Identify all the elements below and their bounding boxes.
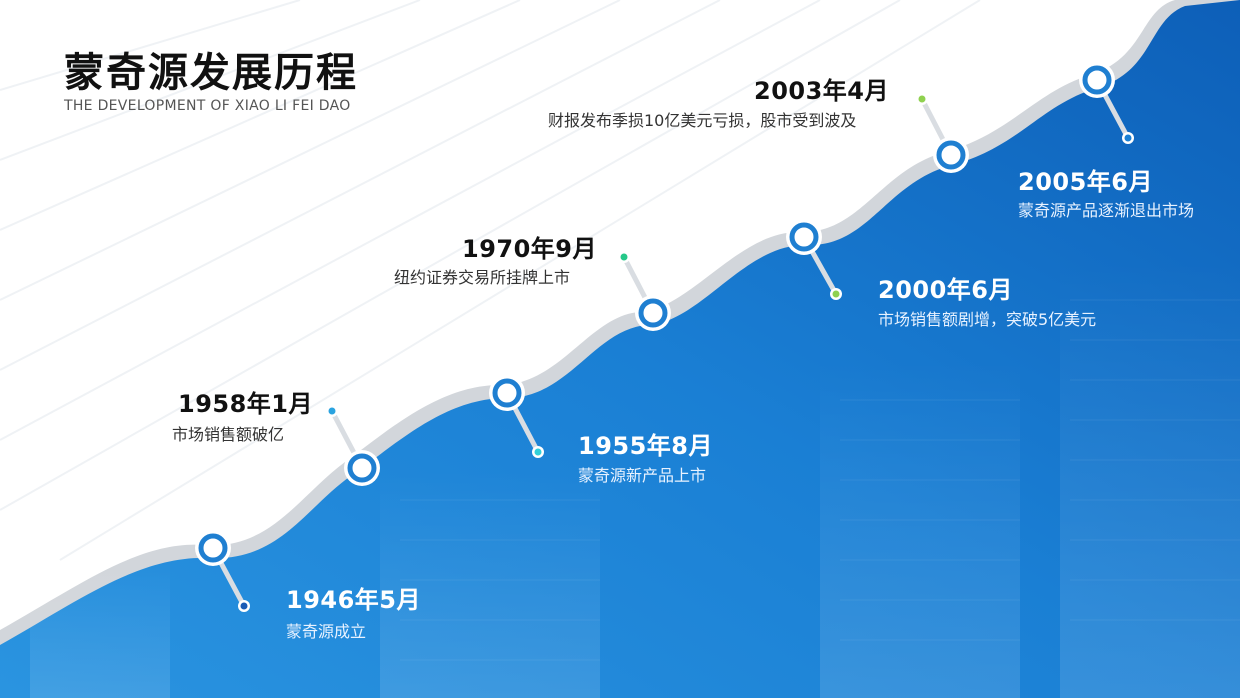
pin-dot: [328, 407, 336, 415]
milestone-year: 1955年8月: [578, 432, 713, 460]
milestone-desc: 蒙奇源产品逐渐退出市场: [1018, 201, 1195, 220]
milestone-pin: [618, 251, 671, 331]
milestone-year: 2000年6月: [878, 276, 1013, 304]
pin-ring: [936, 140, 966, 170]
building-grid: [400, 299, 1240, 661]
pin-ring: [198, 533, 228, 563]
pin-dot: [620, 253, 628, 261]
pin-ring: [638, 298, 668, 328]
milestone-year: 1958年1月: [178, 390, 313, 418]
milestone-pin: [326, 405, 380, 486]
milestone-desc: 纽约证券交易所挂牌上市: [394, 268, 571, 287]
milestone-pin: [489, 375, 544, 458]
pin-ring: [1082, 65, 1112, 95]
building-silhouettes: [30, 260, 1240, 698]
page-title: 蒙奇源发展历程: [64, 50, 358, 96]
milestone-desc: 财报发布季损10亿美元亏损，股市受到波及: [548, 111, 857, 130]
milestone-pin: [1079, 62, 1134, 144]
pin-dot: [1124, 134, 1132, 142]
milestone-pin: [195, 530, 250, 612]
milestone-desc: 市场销售额剧增，突破5亿美元: [878, 310, 1097, 329]
pin-dot: [534, 448, 542, 456]
pin-dot: [240, 602, 248, 610]
pin-ring: [789, 222, 819, 252]
milestone-year: 1946年5月: [286, 586, 421, 614]
milestone-year: 2003年4月: [754, 77, 889, 105]
milestone-desc: 蒙奇源成立: [286, 622, 367, 641]
pin-dot: [918, 95, 926, 103]
milestone-pin: [786, 219, 842, 300]
pin-ring: [492, 378, 522, 408]
light-stripes: [0, 0, 981, 561]
milestone-desc: 蒙奇源新产品上市: [578, 466, 707, 485]
pin-dot: [832, 290, 840, 298]
milestone-year: 2005年6月: [1018, 168, 1153, 196]
milestone-pins: [195, 62, 1134, 612]
milestone-desc: 市场销售额破亿: [172, 425, 285, 444]
milestone-year: 1970年9月: [462, 235, 597, 263]
page-subtitle: THE DEVELOPMENT OF XIAO LI FEI DAO: [64, 98, 351, 114]
pin-ring: [347, 453, 377, 483]
milestone-pin: [916, 93, 969, 173]
